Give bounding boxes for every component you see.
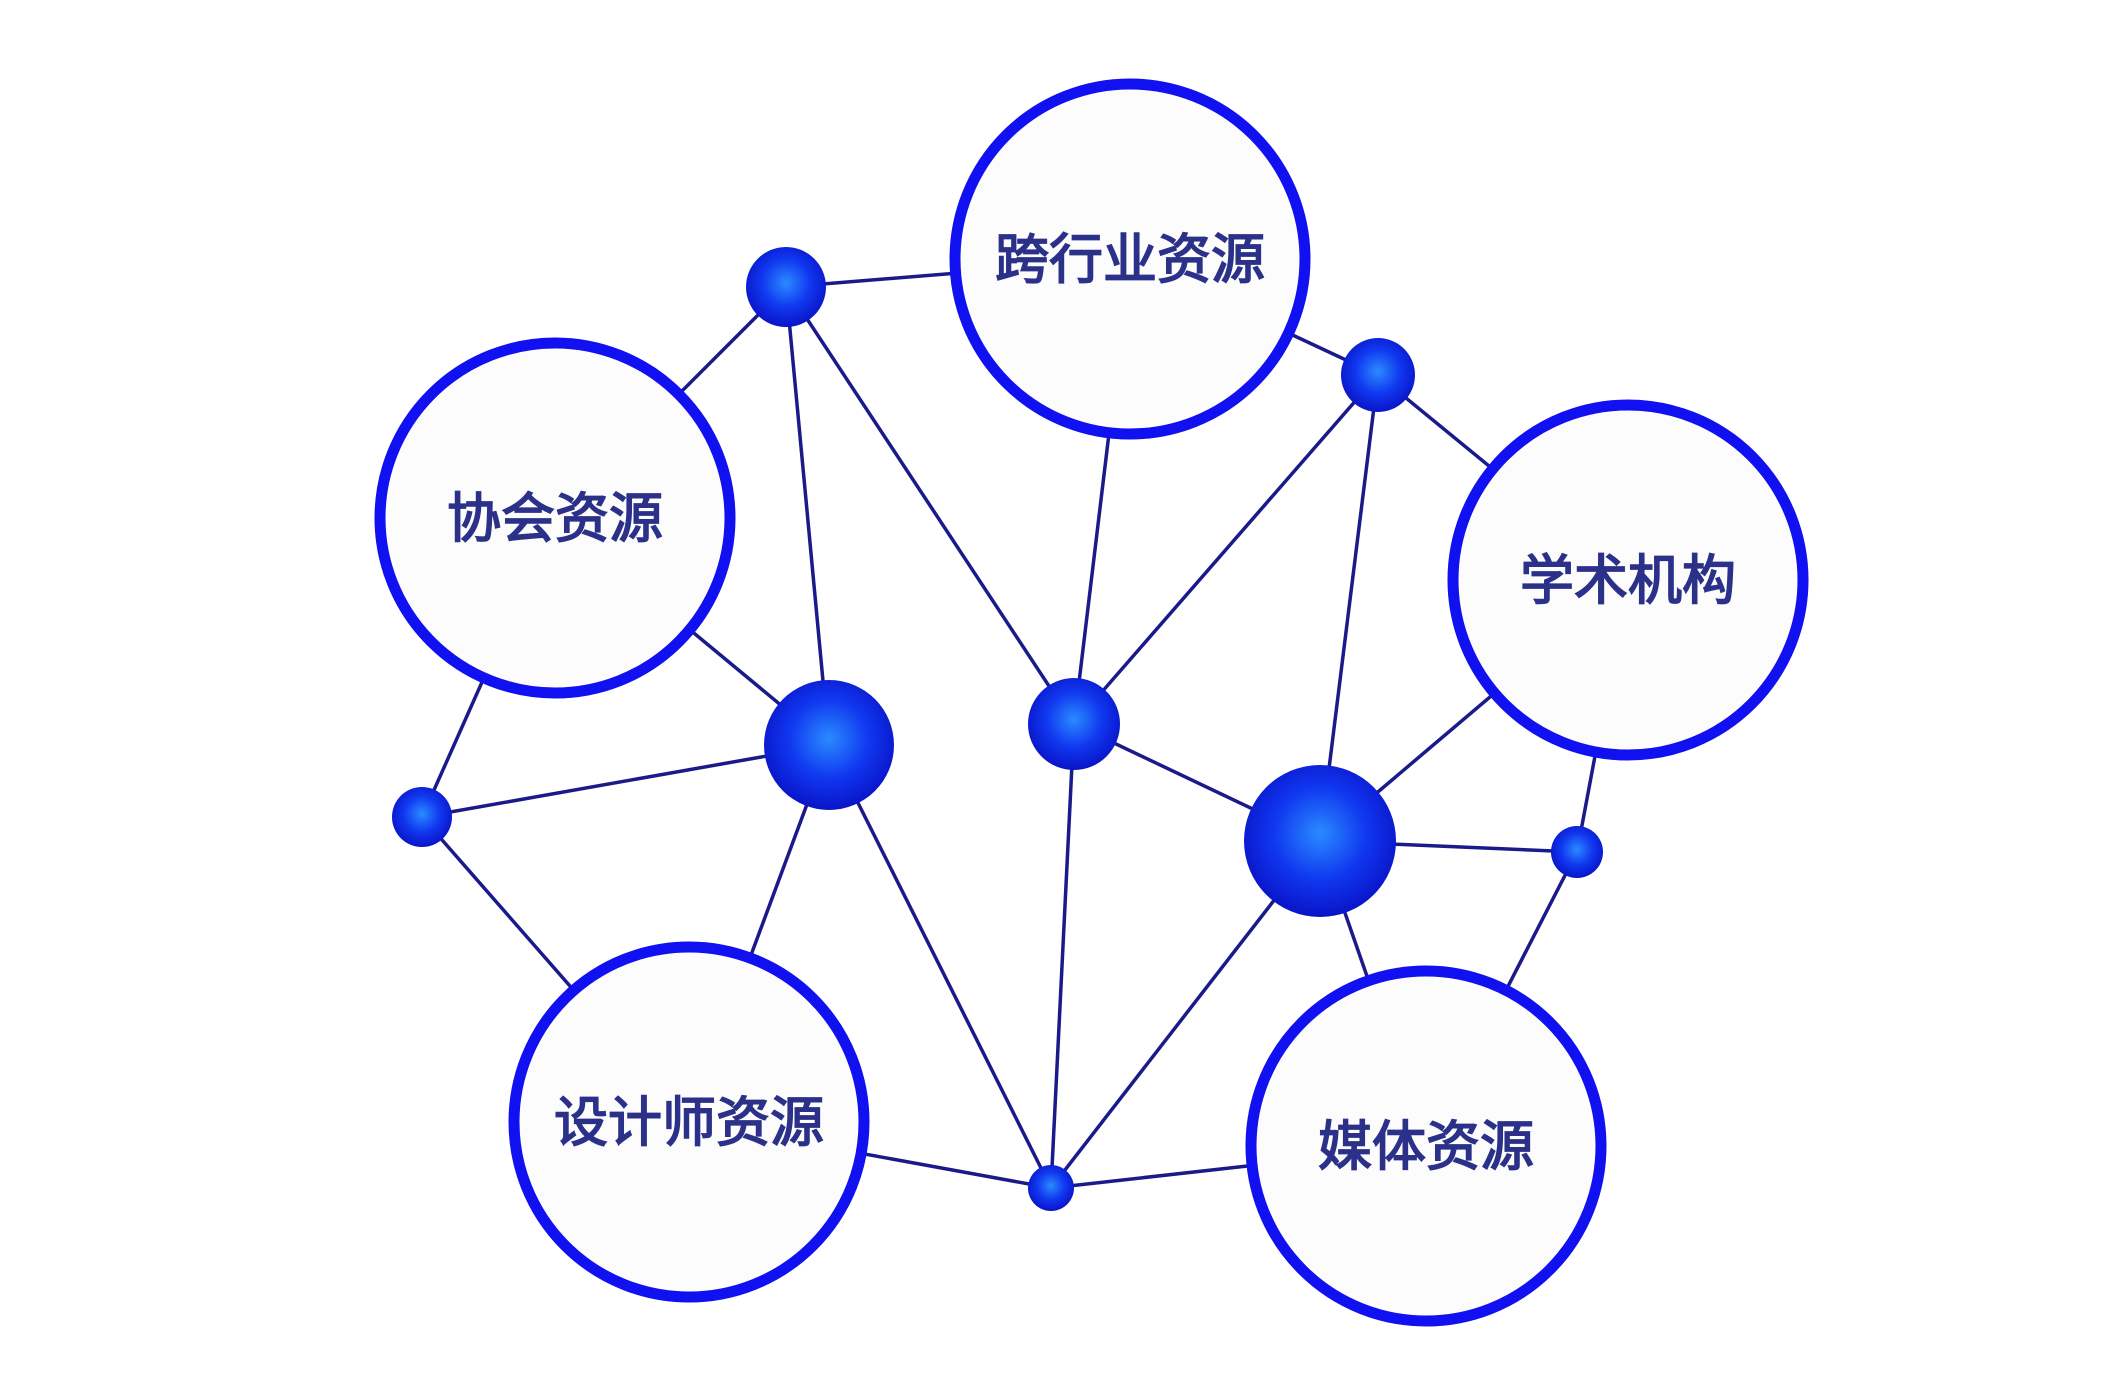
hub-node-E (1244, 765, 1396, 917)
hub-node-B (1341, 338, 1415, 412)
hub-node-H (1028, 1165, 1074, 1211)
hub-node-C (764, 680, 894, 810)
hub-node-D (1028, 678, 1120, 770)
resource-ring (1447, 399, 1809, 761)
resource-node-academic: 学术机构 (1447, 399, 1809, 761)
edge-C-H (827, 744, 1053, 1189)
resource-ring (374, 337, 736, 699)
hub-node-G (1551, 826, 1603, 878)
edge-D-H (1049, 723, 1076, 1189)
edge-F-C (421, 743, 830, 819)
edge-B-D (1072, 373, 1380, 726)
resource-node-media: 媒体资源 (1245, 965, 1607, 1327)
resource-label: 媒体资源 (1318, 1115, 1534, 1178)
resource-label: 协会资源 (447, 487, 663, 550)
resource-node-cross: 跨行业资源 (949, 78, 1311, 440)
resource-ring (1245, 965, 1607, 1327)
resource-ring (949, 78, 1311, 440)
hub-node-F (392, 787, 452, 847)
edge-A-D (784, 286, 1076, 725)
resource-label: 学术机构 (1520, 549, 1736, 612)
resource-node-assoc: 协会资源 (374, 337, 736, 699)
resource-label: 设计师资源 (554, 1091, 824, 1154)
resource-node-designer: 设计师资源 (508, 941, 870, 1303)
edge-B-E (1318, 374, 1380, 842)
resource-label: 跨行业资源 (995, 228, 1265, 291)
edge-A-C (784, 286, 831, 746)
hub-nodes (392, 247, 1603, 1211)
resource-ring (508, 941, 870, 1303)
hub-node-A (746, 247, 826, 327)
